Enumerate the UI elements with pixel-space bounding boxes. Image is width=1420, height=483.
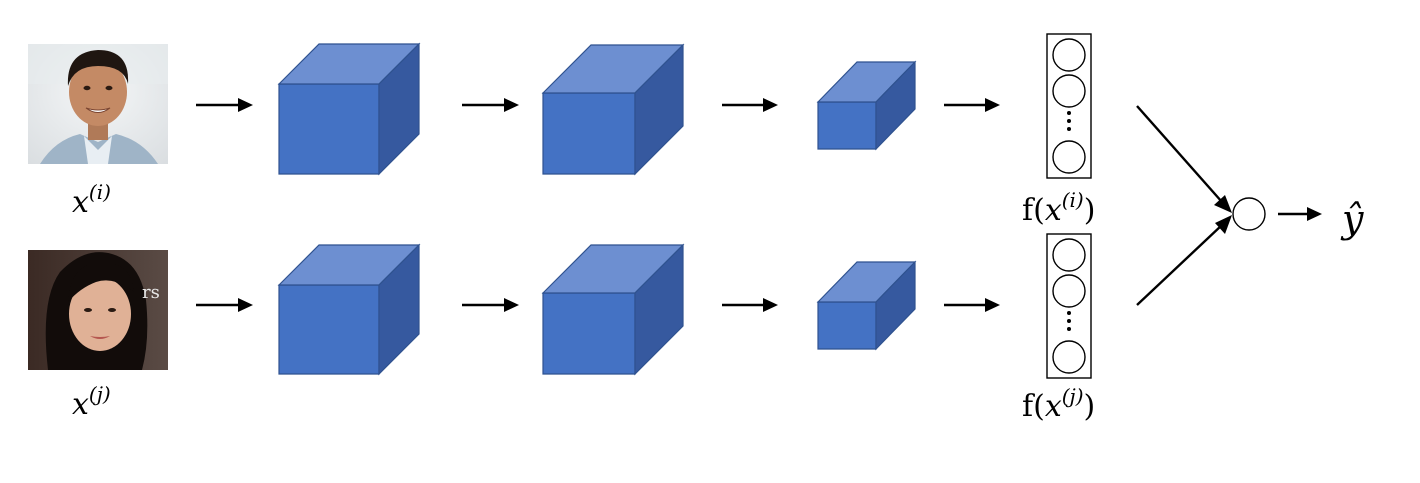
arrow-output-to-prediction — [1278, 207, 1322, 221]
encoding-vector-top — [1046, 33, 1092, 179]
photo-background-text: rs — [142, 282, 160, 303]
input-label-bottom: x(j) — [72, 382, 111, 422]
arrow-encoding-bottom-to-output — [1136, 215, 1232, 306]
conv-layer1-cube-top — [277, 42, 421, 176]
arrow-cube1-to-cube2-bottom — [462, 298, 519, 312]
arrow-encoding-top-to-output — [1136, 105, 1232, 213]
arrow-cube3-to-encoding-top — [944, 98, 1000, 112]
encoding-label-top: f(x(i)) — [1022, 188, 1095, 228]
prediction-label: ŷ — [1340, 197, 1364, 241]
input-photo-top — [28, 44, 168, 164]
input-label-top: x(i) — [72, 180, 111, 220]
arrow-cube2-to-cube3-top — [722, 98, 778, 112]
neuron-node — [1052, 340, 1086, 374]
neuron-node — [1052, 238, 1086, 272]
conv-layer2-cube-bottom — [541, 243, 685, 376]
neuron-node — [1052, 274, 1086, 308]
neuron-node — [1052, 140, 1086, 174]
encoding-vector-bottom — [1046, 233, 1092, 379]
output-node — [1232, 197, 1266, 231]
arrow-cube2-to-cube3-bottom — [722, 298, 778, 312]
neuron-node — [1052, 38, 1086, 72]
input-photo-bottom: rs — [28, 250, 168, 370]
neuron-node — [1052, 74, 1086, 108]
arrow-cube1-to-cube2-top — [462, 98, 519, 112]
encoding-label-bottom: f(x(j)) — [1022, 384, 1095, 424]
arrow-input-to-cube1-top — [196, 98, 253, 112]
arrow-input-to-cube1-bottom — [196, 298, 253, 312]
conv-layer3-cube-top — [816, 60, 917, 151]
conv-layer1-cube-bottom — [277, 243, 421, 376]
conv-layer3-cube-bottom — [816, 260, 917, 351]
arrow-cube3-to-encoding-bottom — [944, 298, 1000, 312]
conv-layer2-cube-top — [541, 43, 685, 176]
